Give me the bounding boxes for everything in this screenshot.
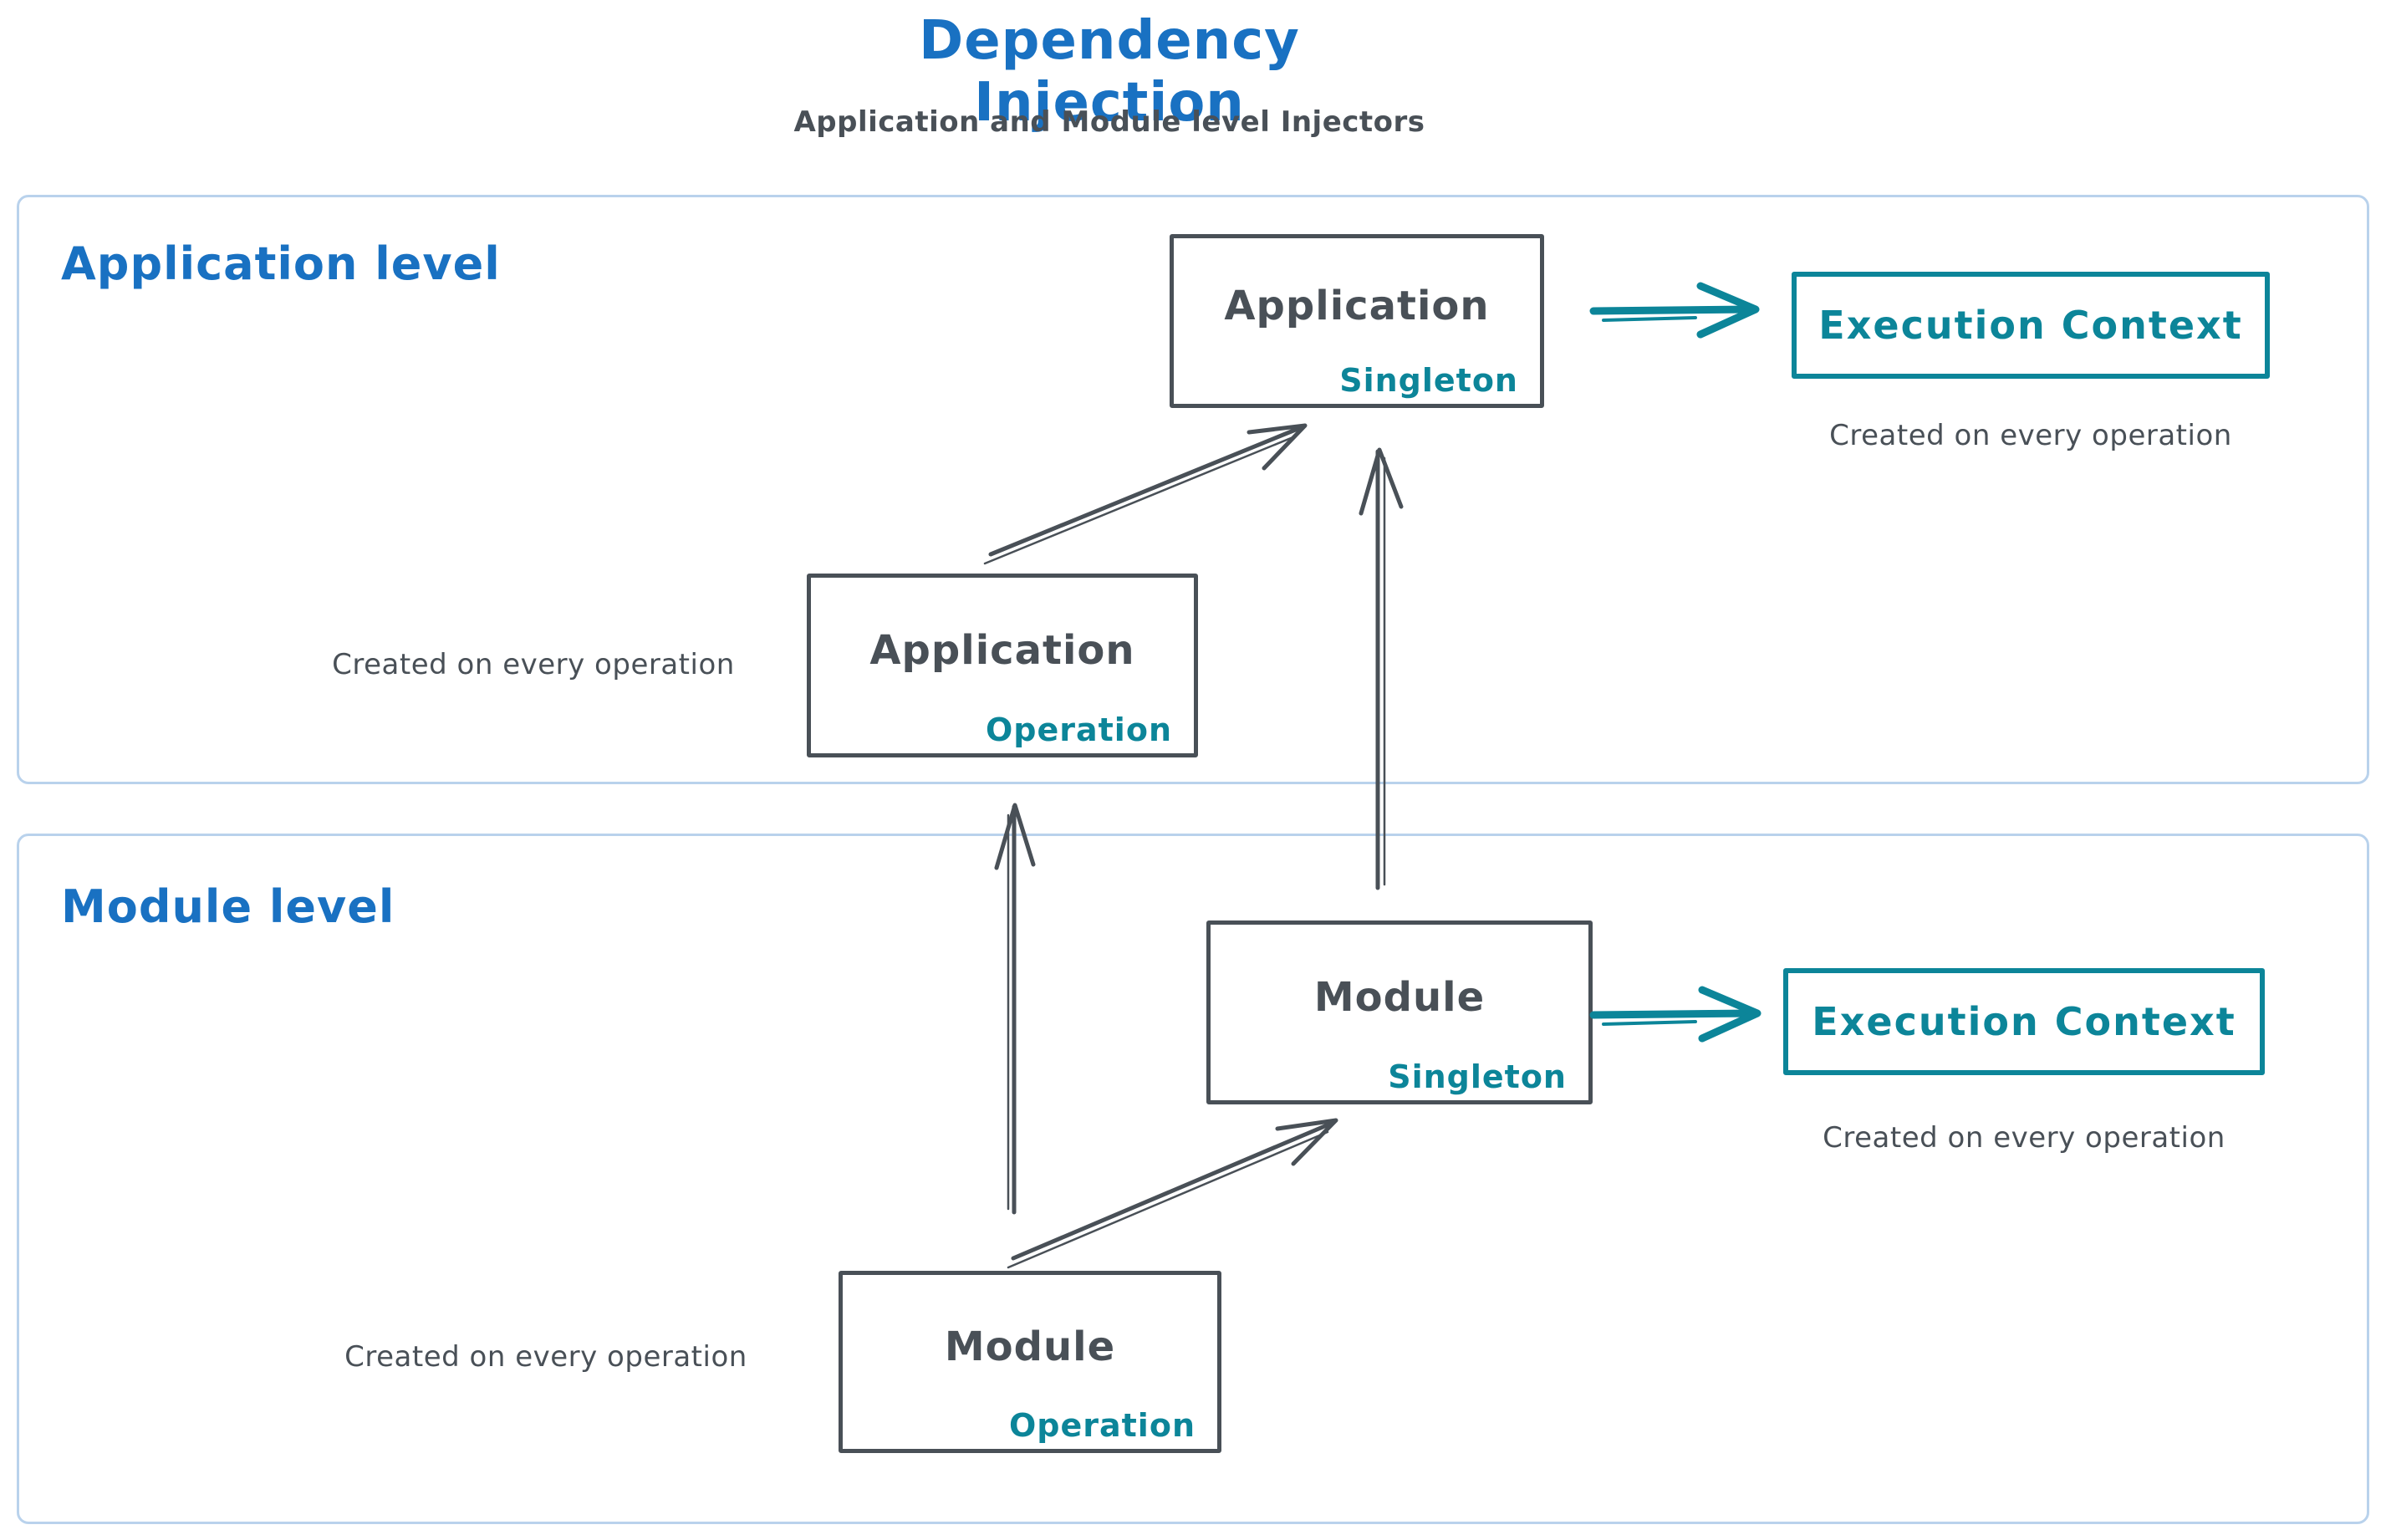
module-singleton-box: Module Singleton <box>1206 920 1593 1104</box>
module-operation-caption: Created on every operation <box>344 1340 747 1374</box>
module-singleton-name: Module <box>1313 974 1486 1021</box>
application-level-label: Application level <box>61 237 501 290</box>
module-operation-box: Module Operation <box>839 1271 1221 1453</box>
application-operation-box: Application Operation <box>807 574 1198 757</box>
module-execution-context-caption: Created on every operation <box>1823 1121 2225 1155</box>
application-singleton-name: Application <box>1224 283 1490 329</box>
page-title: Dependency Injection <box>919 10 1300 134</box>
module-level-container: Module level Module Singleton Execution … <box>17 834 2369 1524</box>
module-level-label: Module level <box>61 880 395 933</box>
application-operation-caption: Created on every operation <box>332 648 735 681</box>
application-operation-name: Application <box>869 627 1135 674</box>
module-operation-name: Module <box>944 1323 1116 1370</box>
module-execution-context-label: Execution Context <box>1812 999 2236 1044</box>
module-singleton-scope-label: Singleton <box>1388 1058 1567 1095</box>
module-execution-context-box: Execution Context <box>1783 968 2265 1075</box>
page-subtitle: Application and Module level Injectors <box>793 105 1425 139</box>
application-execution-context-box: Execution Context <box>1792 272 2270 379</box>
application-level-container: Application level Application Singleton … <box>17 195 2369 784</box>
application-singleton-scope-label: Singleton <box>1339 362 1518 399</box>
module-operation-scope-label: Operation <box>1008 1407 1196 1444</box>
application-singleton-box: Application Singleton <box>1170 234 1544 408</box>
application-execution-context-label: Execution Context <box>1818 303 2243 348</box>
application-execution-context-caption: Created on every operation <box>1829 419 2232 452</box>
application-operation-scope-label: Operation <box>985 711 1172 748</box>
